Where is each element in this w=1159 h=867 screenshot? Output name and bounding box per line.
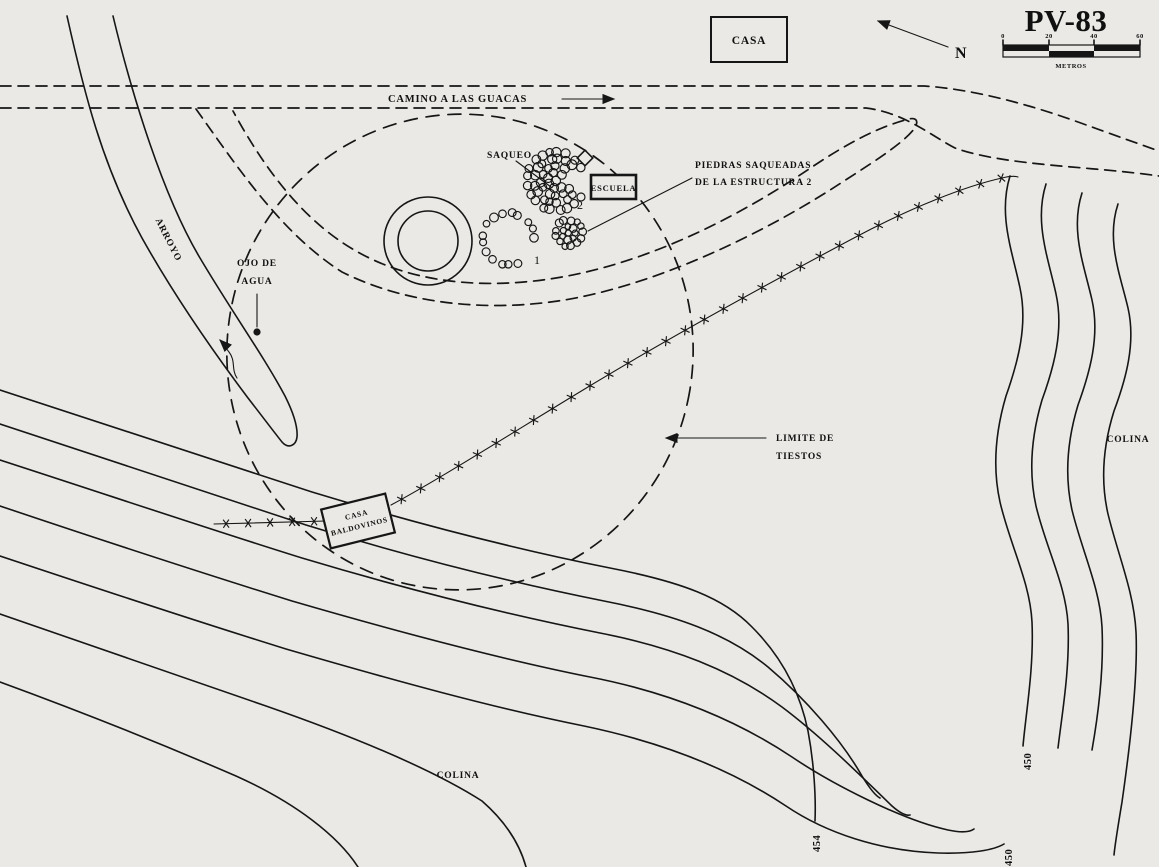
piedras-label-line2: DE LA ESTRUCTURA 2 xyxy=(695,178,812,188)
sherd-limit-boundary xyxy=(225,113,695,591)
casa-baldovinos: CASA BALDOVINOS xyxy=(319,492,397,550)
hill-contours-south: 454 450 COLINA xyxy=(0,389,1015,867)
ojo-de-agua-label-line2: AGUA xyxy=(241,277,272,287)
contour-line xyxy=(0,423,881,799)
camino-road: CAMINO A LAS GUACAS xyxy=(0,85,1159,307)
north-arrow: N xyxy=(876,20,967,62)
ojo-de-agua-label-line1: OJO DE xyxy=(237,259,277,269)
north-arrow-line xyxy=(876,20,949,48)
contour-line-450-south xyxy=(0,555,1005,854)
colina-south-label: COLINA xyxy=(437,771,480,781)
escuela-box xyxy=(589,173,638,201)
casa-label: CASA xyxy=(732,35,767,47)
piedras-saqueadas-stones xyxy=(551,216,588,251)
spring-point-marker xyxy=(253,328,261,336)
contour-line xyxy=(1030,183,1070,749)
camino-label: CAMINO A LAS GUACAS xyxy=(388,94,527,105)
piedras-saqueadas: PIEDRAS SAQUEADAS DE LA ESTRUCTURA 2 xyxy=(587,161,812,232)
elevation-label-450-hill: 450 xyxy=(1023,753,1034,770)
scale-bar: 0 20 40 60 METROS xyxy=(1001,33,1144,70)
elevation-label-450-south: 450 xyxy=(1004,849,1015,866)
contour-line-454 xyxy=(0,389,817,822)
scale-tick-40: 40 xyxy=(1090,33,1098,40)
saqueo-label: SAQUEO xyxy=(487,151,532,161)
limite-label-line1: LIMITE DE xyxy=(776,434,834,444)
piedras-label-line1: PIEDRAS SAQUEADAS xyxy=(695,161,811,171)
map-title: PV-83 xyxy=(1025,3,1108,38)
structure-1-stones xyxy=(478,208,539,269)
scale-unit-label: METROS xyxy=(1055,63,1086,70)
structure-1-number: 1 xyxy=(534,253,540,267)
hill-contours-east: 450 COLINA xyxy=(994,175,1150,856)
fence-marks-west xyxy=(222,516,318,529)
casa-baldovinos-box xyxy=(319,492,397,550)
colina-east-label: COLINA xyxy=(1107,435,1150,445)
limite-label-line2: TIESTOS xyxy=(776,452,822,462)
limite-de-tiestos: LIMITE DE TIESTOS xyxy=(664,432,834,462)
mound-inner-ring xyxy=(397,210,459,272)
piedras-leader xyxy=(587,177,693,232)
road-north-edge xyxy=(0,85,1159,152)
structure-2-number: 2 xyxy=(577,198,583,212)
contour-line xyxy=(0,681,359,867)
north-label: N xyxy=(955,45,967,62)
casa-top: CASA xyxy=(710,16,788,63)
fence-marks-east xyxy=(396,173,1006,505)
small-structure-diamond xyxy=(576,149,594,167)
saqueo: SAQUEO 2 1 xyxy=(487,149,594,267)
contour-line xyxy=(0,505,975,833)
road-branch-loop xyxy=(195,108,918,307)
scale-tick-60: 60 xyxy=(1136,33,1144,40)
ojo-de-agua: OJO DE AGUA xyxy=(237,259,277,336)
contour-line xyxy=(1102,203,1138,856)
stream-flow-arrow xyxy=(219,339,238,379)
structure-2-stones xyxy=(522,146,586,215)
escuela: ESCUELA xyxy=(589,173,638,201)
contour-line-450-hill xyxy=(994,175,1034,747)
scale-tick-20: 20 xyxy=(1045,33,1053,40)
escuela-label: ESCUELA xyxy=(591,183,637,193)
elevation-label-454: 454 xyxy=(812,835,823,853)
contour-line xyxy=(0,613,527,867)
contour-line xyxy=(1066,192,1104,751)
stream-banks xyxy=(66,15,298,447)
scale-bar-blocks xyxy=(1002,44,1141,58)
mound-outer-ring xyxy=(383,196,473,286)
scale-tick-0: 0 xyxy=(1001,33,1005,40)
contour-line xyxy=(0,459,911,816)
circular-mound xyxy=(383,196,473,286)
casa-box xyxy=(710,16,788,63)
